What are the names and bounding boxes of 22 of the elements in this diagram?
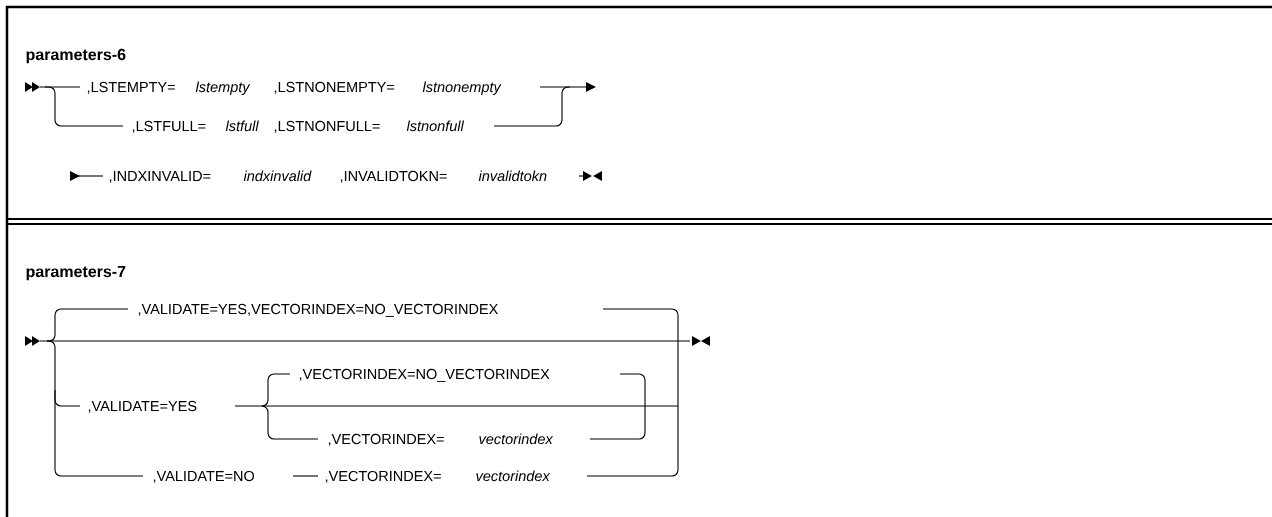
keyword: ,VECTORINDEX= xyxy=(328,433,444,446)
keyword: ,LSTEMPTY= xyxy=(87,81,175,94)
heading: parameters-6 xyxy=(26,48,126,64)
keyword: ,VALIDATE=YES,VECTORINDEX=NO_VECTORINDEX xyxy=(138,303,498,317)
variable: invalidtokn xyxy=(478,170,547,182)
keyword: ,LSTNONEMPTY= xyxy=(274,81,395,94)
keyword: ,VECTORINDEX=NO_VECTORINDEX xyxy=(299,368,550,382)
keyword: ,LSTNONFULL= xyxy=(274,120,380,133)
variable: indxinvalid xyxy=(243,170,312,182)
heading: parameters-7 xyxy=(26,266,126,281)
keyword: ,VECTORINDEX= xyxy=(325,470,441,483)
variable: lstnonfull xyxy=(406,120,465,132)
variable: lstnonempty xyxy=(422,81,502,95)
keyword: ,INDXINVALID= xyxy=(109,171,211,183)
keyword: ,VALIDATE=YES xyxy=(88,400,197,413)
variable: vectorindex xyxy=(476,470,551,482)
variable: vectorindex xyxy=(479,433,554,445)
keyword: ,VALIDATE=NO xyxy=(153,470,255,483)
variable: lstempty xyxy=(195,81,251,95)
keyword: ,INVALIDTOKN= xyxy=(340,170,447,183)
keyword: ,LSTFULL= xyxy=(132,120,206,133)
variable: lstfull xyxy=(225,120,259,132)
